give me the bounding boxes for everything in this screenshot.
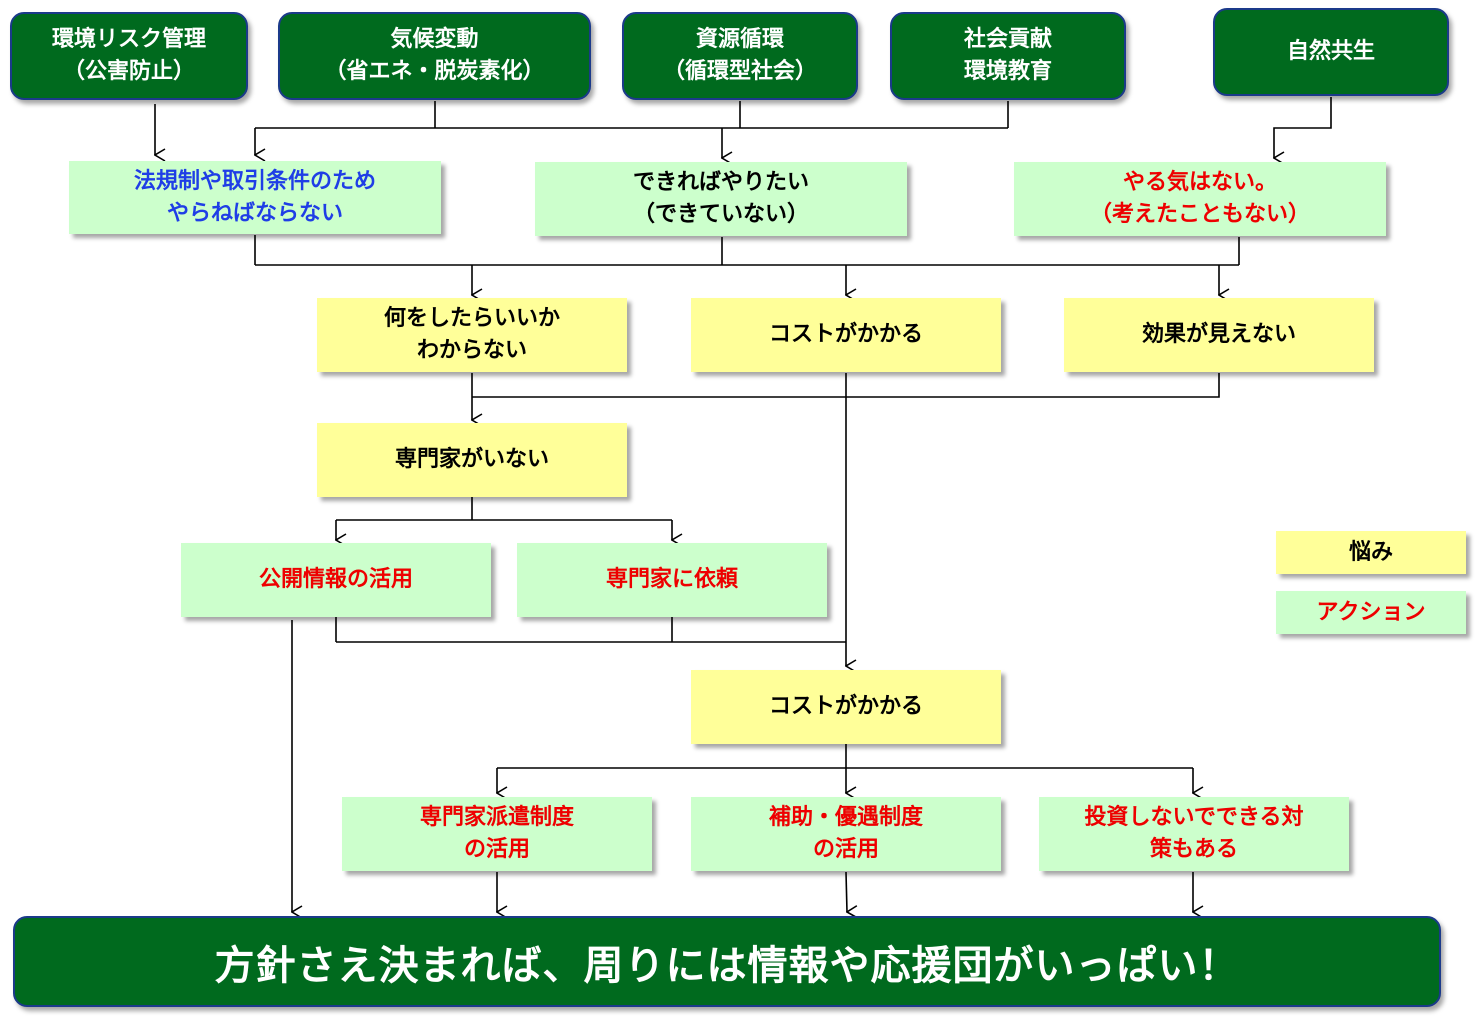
concern-no-effect: 効果が見えない <box>1064 298 1374 372</box>
legend-action-label: アクション <box>1316 599 1426 625</box>
conclusion-banner: 方針さえ決まれば、周りには情報や応援団がいっぱい！ <box>13 916 1441 1007</box>
concern-line1: コストがかかる <box>768 694 923 719</box>
theme-nature-coexistence: 自然共生 <box>1213 8 1449 96</box>
theme-line1: 資源循環 <box>695 27 784 52</box>
theme-line1: 自然共生 <box>1286 39 1375 64</box>
action-line1: 補助・優遇制度 <box>768 805 923 830</box>
theme-resource-circulation: 資源循環 （循環型社会） <box>622 12 858 100</box>
legend-concern: 悩み <box>1276 531 1466 574</box>
action-line1: 公開情報の活用 <box>258 567 413 592</box>
concern-line1: 専門家がいない <box>394 447 549 472</box>
theme-climate-change: 気候変動 （省エネ・脱炭素化） <box>278 12 591 100</box>
action-line2: 策もある <box>1149 837 1238 862</box>
theme-environmental-risk: 環境リスク管理 （公害防止） <box>10 12 248 100</box>
concern-line1: 効果が見えない <box>1141 322 1296 347</box>
concern-line1: 何をしたらいいか <box>383 306 560 331</box>
action-no-investment: 投資しないでできる対 策もある <box>1039 797 1349 871</box>
action-line2: の活用 <box>812 837 879 862</box>
conclusion-text: 方針さえ決まれば、周りには情報や応援団がいっぱい！ <box>214 942 1240 989</box>
attitude-willing: できればやりたい （できていない） <box>535 162 907 236</box>
attitude-line1: できればやりたい <box>632 170 809 195</box>
action-line1: 専門家に依頼 <box>605 567 738 592</box>
theme-social-contribution: 社会貢献 環境教育 <box>890 12 1126 100</box>
concern-line2: わからない <box>416 338 527 363</box>
action-line1: 専門家派遣制度 <box>419 805 574 830</box>
concern-cost-lower: コストがかかる <box>691 670 1001 744</box>
action-hire-expert: 専門家に依頼 <box>517 543 827 617</box>
concern-no-expert: 専門家がいない <box>317 423 627 497</box>
action-subsidy: 補助・優遇制度 の活用 <box>691 797 1001 871</box>
concern-line1: コストがかかる <box>768 322 923 347</box>
attitude-line2: やらねばならない <box>166 200 343 226</box>
attitude-line2: （できていない） <box>632 202 809 227</box>
attitude-line1: やる気はない。 <box>1122 170 1277 195</box>
theme-line1: 環境リスク管理 <box>51 27 206 52</box>
concern-cost: コストがかかる <box>691 298 1001 372</box>
action-expert-dispatch: 専門家派遣制度 の活用 <box>342 797 652 871</box>
legend-concern-label: 悩み <box>1348 539 1393 565</box>
action-line2: の活用 <box>463 837 530 862</box>
theme-line2: （循環型社会） <box>662 59 817 84</box>
connector <box>472 373 1220 398</box>
attitude-obligated: 法規制や取引条件のため やらねばならない <box>69 161 441 234</box>
theme-line2: 環境教育 <box>963 59 1052 84</box>
attitude-line2: （考えたこともない） <box>1089 202 1310 227</box>
theme-line1: 気候変動 <box>390 27 479 52</box>
legend-action: アクション <box>1276 591 1466 634</box>
attitude-line1: 法規制や取引条件のため <box>133 168 376 194</box>
connector <box>1274 97 1332 158</box>
theme-line2: （省エネ・脱炭素化） <box>324 59 545 84</box>
theme-line2: （公害防止） <box>62 59 195 84</box>
action-line1: 投資しないでできる対 <box>1084 805 1304 830</box>
concern-what-to-do: 何をしたらいいか わからない <box>317 298 627 372</box>
theme-line1: 社会貢献 <box>963 27 1052 52</box>
action-public-info: 公開情報の活用 <box>181 543 491 617</box>
attitude-unmotivated: やる気はない。 （考えたこともない） <box>1014 162 1386 236</box>
connector <box>845 871 847 912</box>
